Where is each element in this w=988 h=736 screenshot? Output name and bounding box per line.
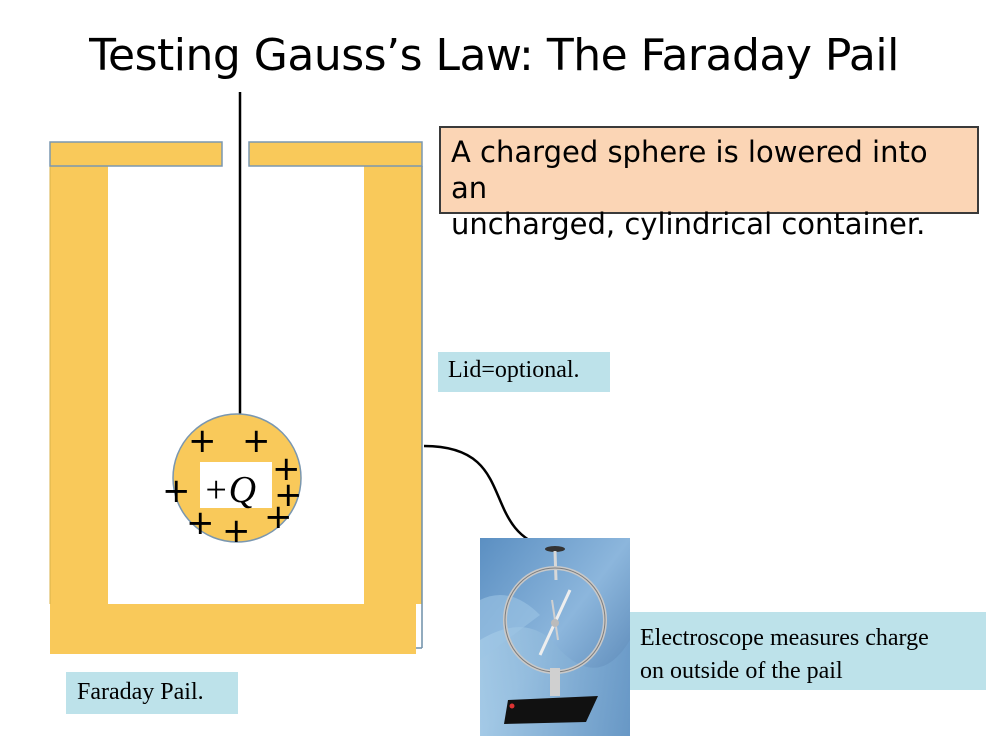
electroscope-label-line-1: Electroscope measures charge: [640, 625, 929, 651]
electroscope-image: [480, 538, 630, 736]
plus-sign: +: [188, 421, 217, 461]
callout-line-1: A charged sphere is lowered into an: [451, 135, 928, 205]
pail-left-wall: [50, 166, 108, 604]
callout-line-2: uncharged, cylindrical container.: [451, 207, 926, 241]
electroscope-label-line-2: on outside of the pail: [640, 658, 843, 684]
pail-label: Faraday Pail.: [66, 672, 238, 714]
faraday-pail: [49, 166, 423, 654]
pail-right-wall: [364, 166, 422, 604]
lid-label: Lid=optional.: [438, 352, 610, 392]
connecting-wire: [423, 444, 549, 550]
charged-sphere: +Q + + + + + + + +: [162, 413, 303, 551]
plus-sign: +: [222, 511, 251, 551]
plus-sign: +: [162, 471, 191, 511]
plus-sign: +: [272, 449, 301, 489]
plus-sign: +: [242, 421, 271, 461]
callout-box: A charged sphere is lowered into an unch…: [439, 126, 979, 241]
pail-bottom: [50, 604, 416, 654]
plus-sign: +: [186, 503, 215, 543]
plus-sign: +: [274, 475, 303, 515]
lid-left-piece: [49, 141, 223, 167]
plus-sign: +: [264, 497, 293, 537]
electroscope-label: Electroscope measures charge on outside …: [630, 612, 986, 690]
page-title: Testing Gauss’s Law: The Faraday Pail: [89, 30, 899, 81]
lid-right-piece: [248, 141, 423, 167]
sphere-charge-label: +Q: [203, 469, 256, 511]
pail-lid: [49, 141, 423, 167]
